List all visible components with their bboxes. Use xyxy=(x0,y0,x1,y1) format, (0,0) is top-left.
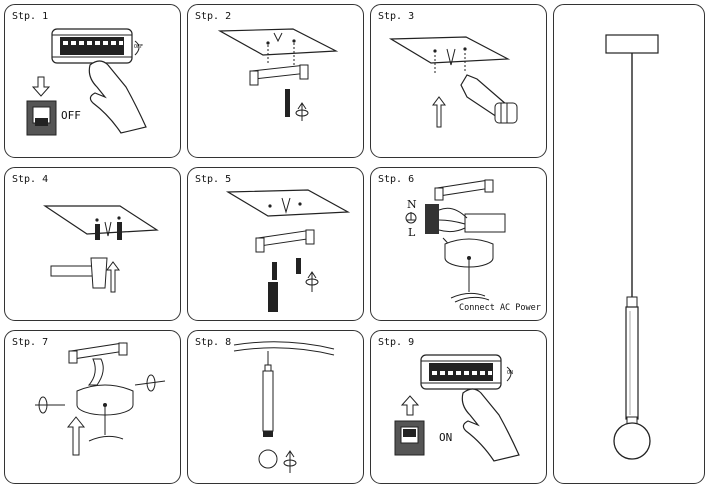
bulb-install-illustration xyxy=(233,341,335,473)
neutral-label: N xyxy=(407,198,417,211)
step-1-panel: Stp. 1 OFF OFF xyxy=(4,4,181,158)
step-4-panel: Stp. 4 xyxy=(4,167,181,321)
breaker-off-illustration xyxy=(26,28,147,136)
step-label: Stp. 5 xyxy=(195,174,232,185)
step-label: Stp. 6 xyxy=(378,174,415,185)
step-label: Stp. 2 xyxy=(195,11,232,22)
step-6-panel: Stp. 6 N L Connect AC Power xyxy=(370,167,547,321)
step-label: Stp. 3 xyxy=(378,11,415,22)
wiring-illustration xyxy=(405,179,506,303)
off-label: OFF xyxy=(61,109,81,122)
step-5-panel: Stp. 5 xyxy=(187,167,364,321)
step-7-panel: Stp. 7 xyxy=(4,330,181,484)
bracket-mount-illustration xyxy=(225,189,351,312)
power-caption: Connect AC Power xyxy=(459,303,541,313)
dial-off-label: OFF xyxy=(134,44,144,50)
step-8-panel: Stp. 8 xyxy=(187,330,364,484)
step-label: Stp. 9 xyxy=(378,337,415,348)
drill-illustration xyxy=(388,36,518,128)
dial-on-label: ON xyxy=(507,370,514,376)
step-label: Stp. 7 xyxy=(12,337,49,348)
on-label: ON xyxy=(439,431,453,444)
step-2-panel: Stp. 2 xyxy=(187,4,364,158)
anchor-insert-illustration xyxy=(43,205,159,293)
step-9-panel: Stp. 9 ON ON xyxy=(370,330,547,484)
breaker-on-illustration xyxy=(394,354,520,462)
step-label: Stp. 1 xyxy=(12,11,49,22)
finished-lamp-panel xyxy=(553,4,705,484)
canopy-fix-illustration xyxy=(35,342,166,456)
step-label: Stp. 4 xyxy=(12,174,49,185)
pendant-lamp-illustration xyxy=(605,34,659,460)
ceiling-mark-illustration xyxy=(217,28,339,121)
live-label: L xyxy=(408,226,416,239)
step-label: Stp. 8 xyxy=(195,337,232,348)
step-3-panel: Stp. 3 xyxy=(370,4,547,158)
